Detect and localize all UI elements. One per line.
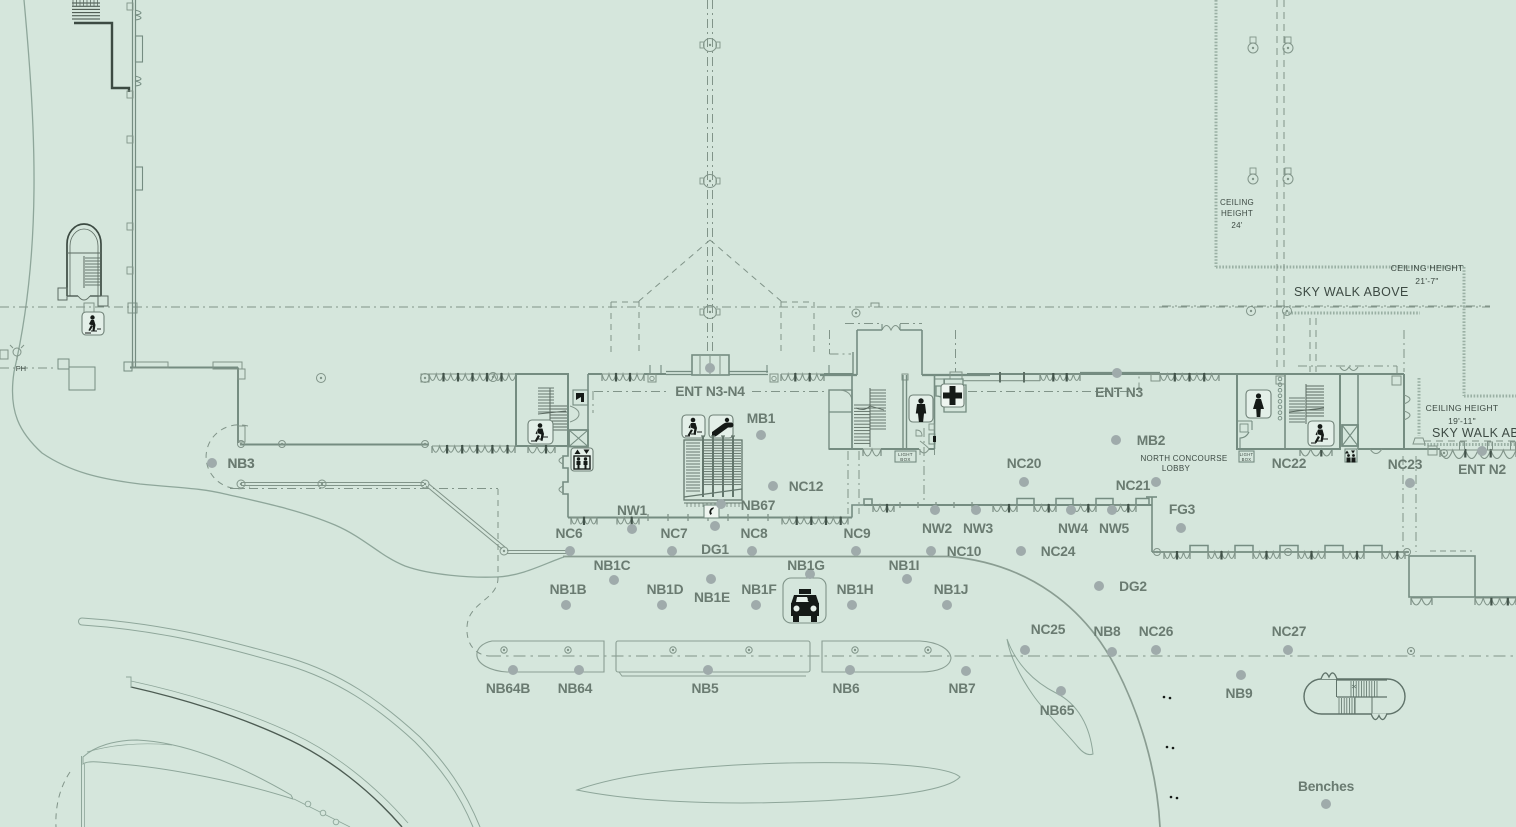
svg-text:NB65: NB65 (1040, 703, 1075, 718)
svg-text:24': 24' (1231, 221, 1242, 230)
svg-text:NC22: NC22 (1272, 456, 1307, 471)
svg-text:CEILING: CEILING (1220, 198, 1254, 207)
svg-text:NB6: NB6 (832, 681, 860, 696)
svg-text:CEILING HEIGHT: CEILING HEIGHT (1426, 403, 1499, 413)
svg-text:NC6: NC6 (555, 526, 583, 541)
svg-text:NW1: NW1 (617, 503, 648, 518)
svg-text:NB64B: NB64B (486, 681, 530, 696)
svg-text:NW3: NW3 (963, 521, 994, 536)
svg-text:NW5: NW5 (1099, 521, 1130, 536)
svg-text:LIGHT: LIGHT (1240, 452, 1254, 457)
svg-text:NORTH CONCOURSE: NORTH CONCOURSE (1140, 454, 1227, 463)
svg-text:NC21: NC21 (1116, 478, 1151, 493)
svg-text:ENT N3: ENT N3 (1095, 385, 1143, 400)
svg-text:NB1C: NB1C (594, 558, 631, 573)
svg-text:NC10: NC10 (947, 544, 982, 559)
svg-text:MB2: MB2 (1137, 433, 1166, 448)
svg-text:NB1J: NB1J (934, 582, 968, 597)
svg-text:NB8: NB8 (1093, 624, 1121, 639)
svg-text:NC20: NC20 (1007, 456, 1042, 471)
svg-text:SKY WALK ABO: SKY WALK ABO (1432, 426, 1516, 440)
svg-text:ENT N2: ENT N2 (1458, 462, 1506, 477)
svg-text:LOBBY: LOBBY (1162, 464, 1191, 473)
svg-text:LIGHT: LIGHT (898, 452, 913, 457)
svg-text:NB3: NB3 (227, 456, 255, 471)
svg-text:19'-11": 19'-11" (1448, 416, 1476, 426)
svg-text:NB1B: NB1B (550, 582, 587, 597)
svg-text:ENT N3-N4: ENT N3-N4 (675, 384, 745, 399)
svg-text:FG3: FG3 (1169, 502, 1196, 517)
svg-text:DG2: DG2 (1119, 579, 1147, 594)
svg-text:CEILING HEIGHT: CEILING HEIGHT (1391, 263, 1464, 273)
svg-text:NB64: NB64 (558, 681, 593, 696)
svg-text:NC26: NC26 (1139, 624, 1174, 639)
svg-text:NB1G: NB1G (787, 558, 825, 573)
svg-text:HEIGHT: HEIGHT (1221, 209, 1253, 218)
svg-text:NB1D: NB1D (647, 582, 684, 597)
svg-text:NW4: NW4 (1058, 521, 1089, 536)
svg-text:NB9: NB9 (1225, 686, 1253, 701)
svg-text:NC9: NC9 (843, 526, 871, 541)
svg-text:NB1F: NB1F (741, 582, 776, 597)
svg-text:NB3: NB3 (227, 456, 255, 471)
svg-text:Benches: Benches (1298, 779, 1355, 794)
svg-text:NC25: NC25 (1031, 622, 1066, 637)
svg-text:NB67: NB67 (741, 498, 776, 513)
svg-text:21'-7": 21'-7" (1415, 276, 1438, 286)
svg-text:NB1E: NB1E (694, 590, 730, 605)
svg-text:NC23: NC23 (1388, 457, 1423, 472)
svg-text:FH: FH (16, 364, 27, 373)
svg-text:NB1I: NB1I (889, 558, 920, 573)
svg-text:NB5: NB5 (691, 681, 719, 696)
svg-text:NC27: NC27 (1272, 624, 1307, 639)
svg-text:NC7: NC7 (660, 526, 688, 541)
svg-text:NB1H: NB1H (837, 582, 874, 597)
svg-text:NB7: NB7 (948, 681, 976, 696)
svg-text:BOX: BOX (900, 457, 910, 462)
svg-text:MB1: MB1 (747, 411, 776, 426)
svg-text:NC12: NC12 (789, 479, 824, 494)
svg-text:BOX: BOX (1242, 457, 1252, 462)
svg-text:SKY WALK ABOVE: SKY WALK ABOVE (1294, 285, 1409, 299)
svg-text:DG1: DG1 (701, 542, 729, 557)
svg-text:NW2: NW2 (922, 521, 953, 536)
svg-text:NC24: NC24 (1041, 544, 1076, 559)
svg-text:NC8: NC8 (740, 526, 768, 541)
